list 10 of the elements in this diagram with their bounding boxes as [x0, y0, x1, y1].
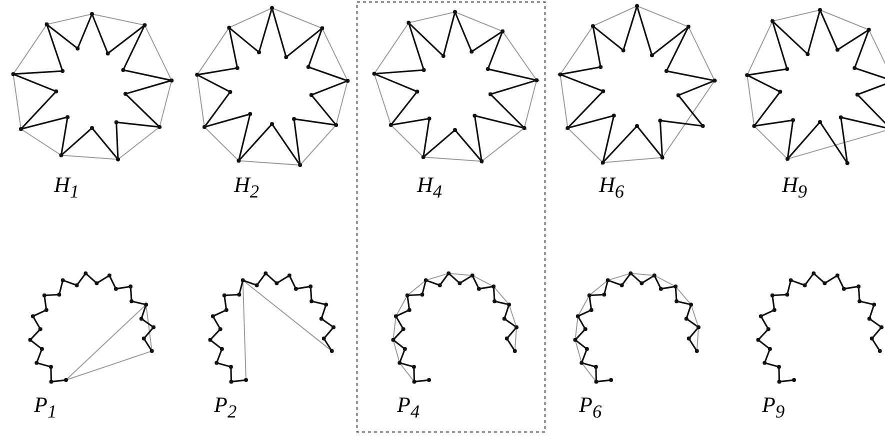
panel-label: H$_{1}$: [54, 172, 80, 204]
panel-label: H$_{9}$: [782, 172, 808, 204]
panel-label: P$_{1}$: [34, 392, 57, 424]
panel-label: P$_{6}$: [579, 392, 602, 424]
panel-label: P$_{4}$: [397, 392, 420, 424]
panel-label: P$_{9}$: [762, 392, 785, 424]
panel-label: P$_{2}$: [214, 392, 237, 424]
panel-label: H$_{2}$: [234, 172, 260, 204]
panel-label: H$_{4}$: [417, 172, 442, 204]
panel-label: H$_{6}$: [599, 172, 624, 204]
